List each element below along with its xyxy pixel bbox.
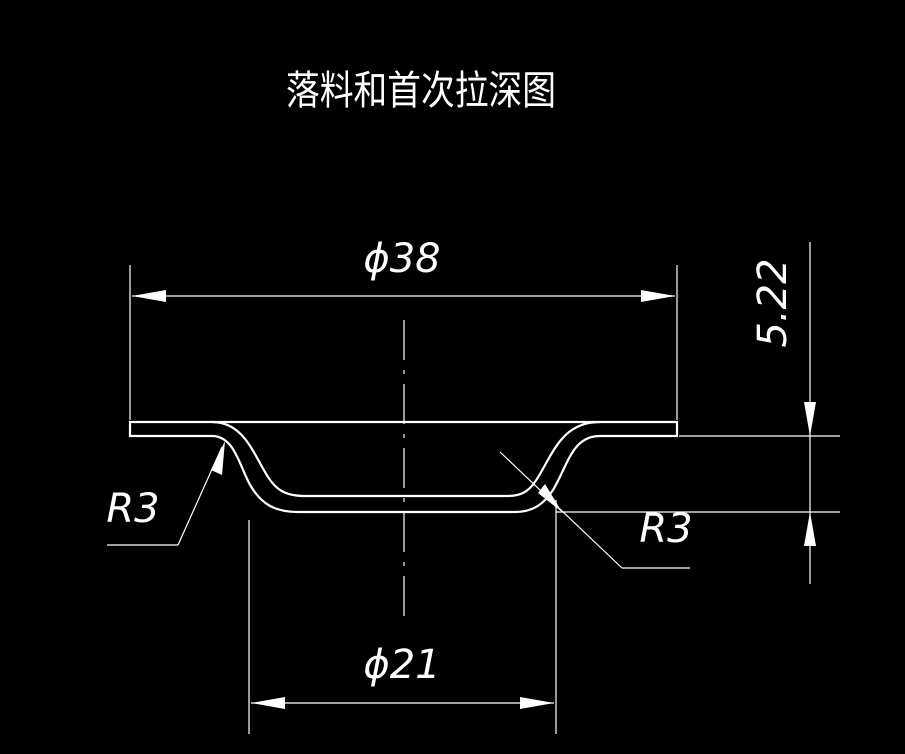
leader-arrowhead: [538, 484, 562, 512]
outer-diameter-dimension: ϕ38: [129, 236, 678, 420]
inner-diameter-label: ϕ21: [363, 642, 440, 688]
part-outline: [128, 420, 679, 514]
arrowhead-right: [641, 290, 675, 302]
outer-diameter-label: ϕ38: [363, 236, 440, 282]
radius-label-left: R3: [106, 486, 159, 532]
radius-leader-left: R3: [106, 441, 225, 546]
radius-leader-right: R3: [499, 451, 693, 569]
height-dimension: 5.22: [556, 242, 840, 584]
arrowhead-top: [804, 402, 816, 436]
arrowhead-left: [251, 697, 285, 709]
radius-label-right: R3: [639, 506, 692, 552]
arrowhead-bottom: [804, 512, 816, 546]
drawing-title: 落料和首次拉深图: [286, 68, 556, 114]
leader-line: [499, 451, 623, 569]
height-label: 5.22: [750, 258, 796, 347]
arrowhead-left: [132, 290, 166, 302]
inner-diameter-dimension: ϕ21: [248, 500, 557, 734]
part-outer-profile: [128, 420, 679, 514]
arrowhead-right: [520, 697, 554, 709]
part-inner-profile: [211, 420, 601, 498]
leader-arrowhead: [211, 441, 225, 475]
